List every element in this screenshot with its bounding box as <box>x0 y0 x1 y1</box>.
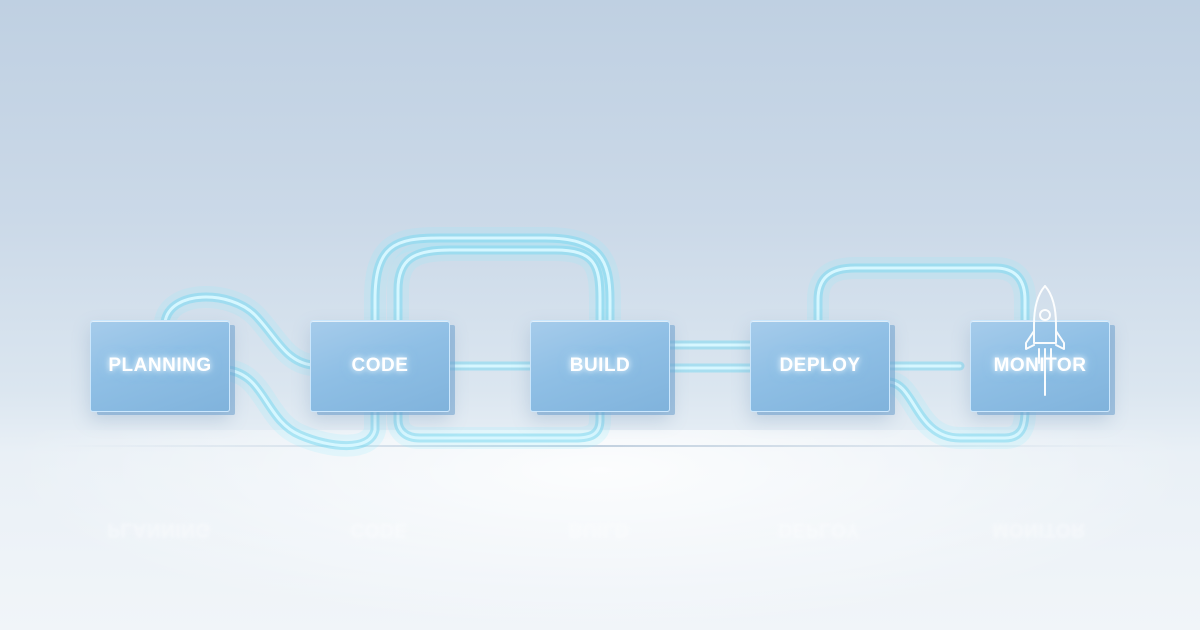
reflection-code: CODE <box>350 519 408 540</box>
floor-glow <box>0 430 1200 630</box>
stage-label-code: CODE <box>351 355 409 376</box>
reflection-planning: PLANNING <box>107 519 211 540</box>
stage-planning: PLANNING <box>90 320 230 412</box>
stage-deploy: DEPLOY <box>750 320 890 412</box>
reflection-deploy: DEPLOY <box>778 519 860 540</box>
stage-code: CODE <box>310 320 450 412</box>
rocket-icon <box>1025 285 1065 396</box>
stage-label-monitor: MONITOR <box>993 355 1087 376</box>
stage-label-build: BUILD <box>569 355 631 376</box>
stage-label-planning: PLANNING <box>108 355 212 376</box>
horizon-line <box>60 445 1140 447</box>
reflection-monitor: MONITOR <box>992 519 1086 540</box>
stage-label-deploy: DEPLOY <box>779 355 861 376</box>
stage-monitor: MONITOR <box>970 320 1110 412</box>
stage-build: BUILD <box>530 320 670 412</box>
reflection-build: BUILD <box>568 519 630 540</box>
